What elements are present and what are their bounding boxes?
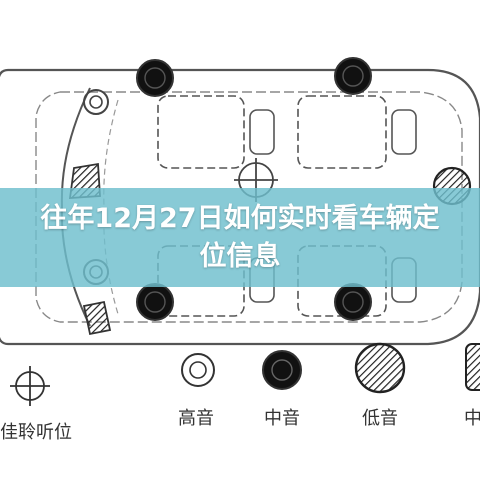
car-inner-outline bbox=[35, 91, 463, 323]
midrange-rear-top bbox=[334, 57, 372, 95]
tweeter-top bbox=[83, 89, 109, 115]
dash-speaker-bottom bbox=[82, 300, 112, 336]
midrange-front-top bbox=[136, 59, 174, 97]
legend-label-tweeter: 高音 bbox=[178, 408, 214, 429]
legend-icon-midrange bbox=[262, 350, 302, 390]
rear-seat-top bbox=[297, 95, 417, 169]
legend-label-partial: 中 bbox=[464, 408, 480, 429]
legend-icon-woofer bbox=[354, 342, 406, 394]
title-banner: 往年12月27日如何实时看车辆定位信息 bbox=[0, 188, 480, 287]
legend-icon-listening bbox=[10, 366, 50, 406]
legend-label-midrange: 中音 bbox=[264, 408, 300, 429]
midrange-rear-bottom bbox=[334, 283, 372, 321]
legend-icon-partial bbox=[465, 343, 480, 391]
legend-label-listening: 佳聆听位 bbox=[0, 422, 72, 443]
car-body-outline bbox=[0, 68, 480, 346]
legend-label-woofer: 低音 bbox=[362, 408, 398, 429]
front-seat-top bbox=[157, 95, 275, 169]
banner-title: 往年12月27日如何实时看车辆定位信息 bbox=[40, 202, 440, 272]
midrange-front-bottom bbox=[136, 283, 174, 321]
legend-icon-tweeter bbox=[181, 353, 215, 387]
